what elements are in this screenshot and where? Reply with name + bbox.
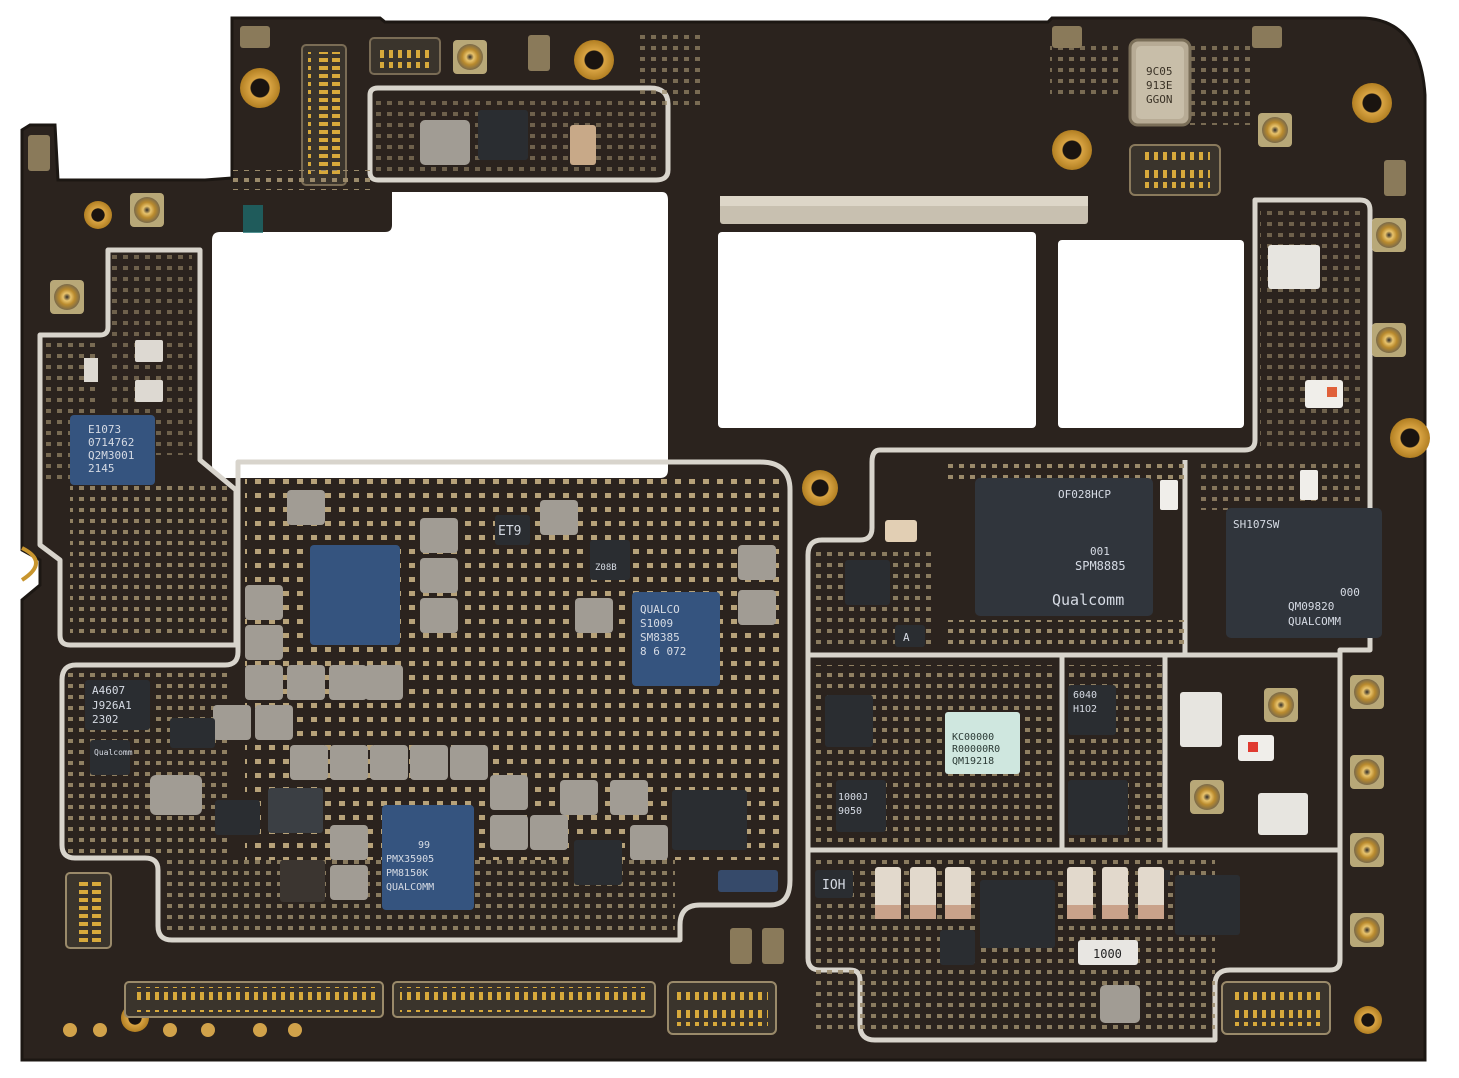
- u8-line-2: QUALCOMM: [1288, 615, 1341, 628]
- u2-line-1: A4607: [92, 684, 125, 697]
- u6-line-3: PMX35905: [386, 854, 434, 865]
- u2-line-3: 2302: [92, 713, 119, 726]
- u12-line-1: IOH: [822, 878, 845, 893]
- test-pads: [63, 1023, 302, 1037]
- mounting-holes: [84, 40, 1430, 1034]
- u14-line-1: 1000J: [838, 792, 868, 803]
- white-modules: [84, 245, 1343, 835]
- inductor-grid: [150, 120, 1140, 1023]
- u4-line-1: ET9: [498, 524, 521, 539]
- u6-line-4: 99: [418, 840, 430, 851]
- u1-line-2: 0714762: [88, 436, 134, 449]
- u6-line-1: QUALCOMM: [386, 882, 434, 893]
- u8-line-4: 000: [1340, 586, 1360, 599]
- u7-line-2: Qualcomm: [1052, 591, 1124, 609]
- u10-line-2: R00000R0: [952, 744, 1000, 755]
- u1-line-4: 2145: [88, 462, 115, 475]
- u8-line-1: SH107SW: [1233, 518, 1280, 531]
- u16-line-1: Z08B: [595, 563, 617, 573]
- dark-ics: [85, 110, 1382, 965]
- u7-line-3: SPM8885: [1075, 559, 1126, 573]
- teal-chip: [945, 712, 1020, 774]
- u15-line-2: H1O2: [1073, 704, 1097, 715]
- u9-line-1: 9C05: [1146, 65, 1173, 78]
- u13-line-1: A: [903, 631, 910, 644]
- large-capacitors: [570, 125, 1164, 965]
- u9-line-2: 913E: [1146, 79, 1173, 92]
- u5-line-4: 8 6 072: [640, 645, 686, 658]
- b2b-connectors: [65, 37, 1331, 1035]
- u14-line-2: 9050: [838, 806, 862, 817]
- blue-ics: [70, 415, 720, 910]
- u8-line-3: QM09820: [1288, 600, 1334, 613]
- u9-line-3: GGON: [1146, 93, 1173, 106]
- chip-labels: E1073 0714762 Q2M3001 2145 A4607 J926A1 …: [88, 65, 1360, 961]
- cutout-left: [212, 192, 668, 478]
- edge-components: [28, 26, 1406, 964]
- flux-mark: [243, 205, 263, 233]
- cutout-right: [1058, 240, 1244, 428]
- u3-line-1: Qualcomm: [94, 748, 133, 757]
- u1-line-3: Q2M3001: [88, 449, 134, 462]
- u5-line-1: QUALCO: [640, 603, 680, 616]
- u10-line-1: QM19218: [952, 756, 994, 767]
- u5-line-2: S1009: [640, 617, 673, 630]
- u6-line-2: PM8150K: [386, 868, 428, 879]
- u15-line-1: 6040: [1073, 690, 1097, 701]
- u2-line-2: J926A1: [92, 699, 132, 712]
- u7-line-1: OF028HCP: [1058, 488, 1111, 501]
- cutout-middle: [718, 232, 1036, 428]
- u10-line-3: KC00000: [952, 732, 994, 743]
- u11-line-1: 1000: [1093, 947, 1122, 961]
- u1-line-1: E1073: [88, 423, 121, 436]
- u7-line-4: 001: [1090, 545, 1110, 558]
- coax-connectors: [50, 40, 1406, 947]
- u5-line-3: SM8385: [640, 631, 680, 644]
